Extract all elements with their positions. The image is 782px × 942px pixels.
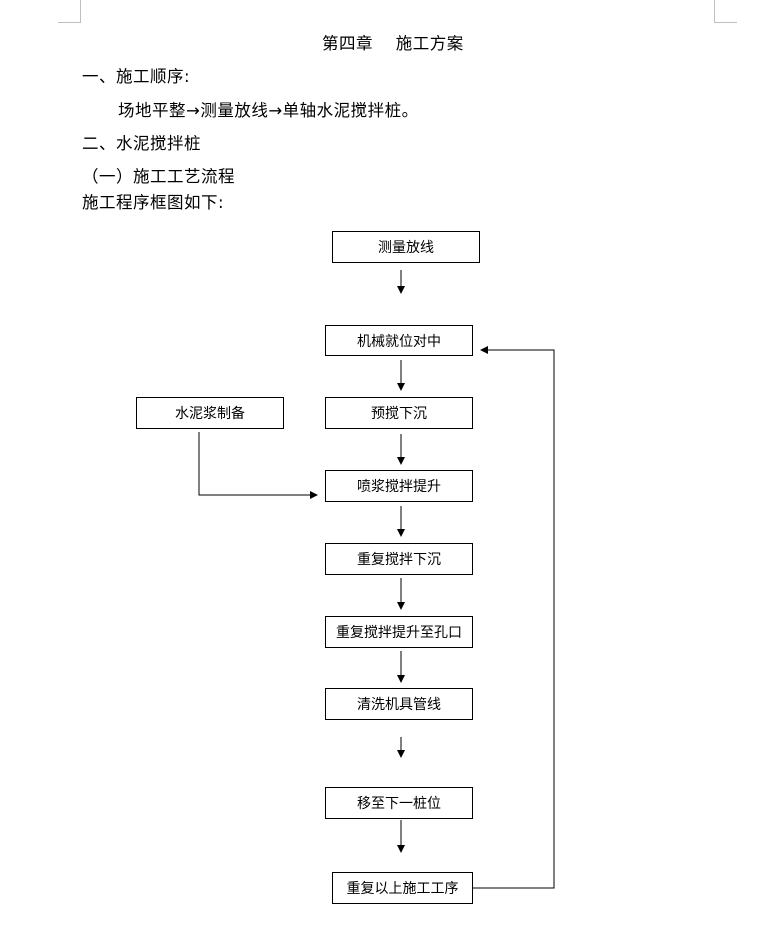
subsection1-heading: （一）施工工艺流程 <box>82 167 235 186</box>
flow-intro: 施工程序框图如下: <box>82 193 225 212</box>
step-slurry-prep: 水泥浆制备 <box>136 397 284 429</box>
step-repeat-stir-lift: 重复搅拌提升至孔口 <box>325 616 473 648</box>
page-corner-mark-left <box>58 0 81 23</box>
step-repeat-stir-sink: 重复搅拌下沉 <box>325 543 473 575</box>
section1-body: 场地平整→测量放线→单轴水泥搅拌桩。 <box>118 101 419 120</box>
chapter-title: 第四章 施工方案 <box>322 34 464 53</box>
section1-heading: 一、施工顺序: <box>82 67 191 86</box>
arrow-slurry-to-spray <box>198 432 318 499</box>
page-corner-mark-right <box>714 0 737 23</box>
arrow-loop-back <box>472 346 555 889</box>
step-move-next-pile: 移至下一桩位 <box>325 787 473 819</box>
step-survey: 测量放线 <box>332 231 480 263</box>
step-pre-stir-sink: 预搅下沉 <box>325 397 473 429</box>
section2-heading: 二、水泥搅拌桩 <box>82 134 201 153</box>
step-repeat-process: 重复以上施工工序 <box>332 872 473 904</box>
step-spray-stir-lift: 喷浆搅拌提升 <box>325 470 473 502</box>
step-machine-position: 机械就位对中 <box>325 325 473 356</box>
step-clean-pipes: 清洗机具管线 <box>325 688 473 720</box>
